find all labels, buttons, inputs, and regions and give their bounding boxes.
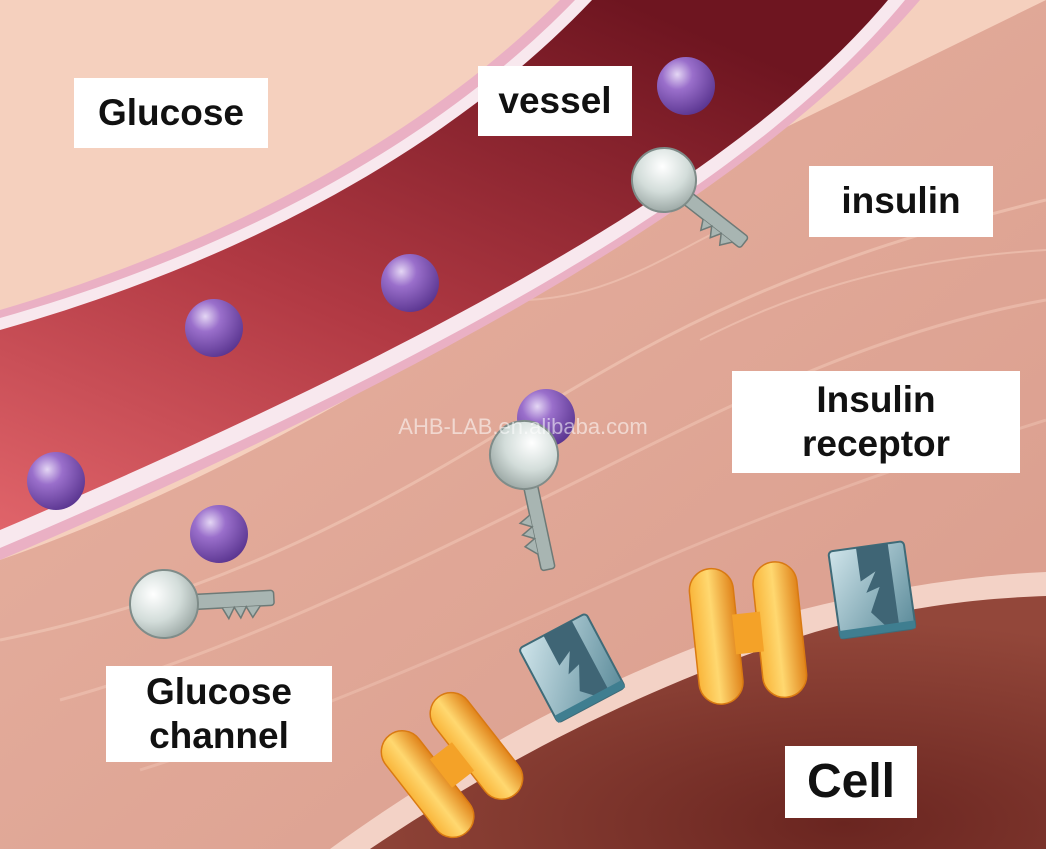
label-insulin-receptor-line2: receptor: [801, 423, 951, 464]
label-insulin-receptor: Insulin receptor: [732, 371, 1020, 473]
label-glucose: Glucose: [74, 78, 268, 148]
insulin-key-icon: [489, 420, 559, 572]
label-glucose-text: Glucose: [98, 91, 244, 133]
label-vessel-text: vessel: [498, 79, 612, 121]
label-glucose-channel-line2: channel: [149, 715, 289, 756]
watermark: AHB-LAB.en.alibaba.com: [398, 414, 648, 439]
label-cell: Cell: [785, 746, 917, 818]
label-vessel: vessel: [478, 66, 632, 136]
label-glucose-channel: Glucose channel: [106, 666, 332, 762]
label-insulin-receptor-line1: Insulin: [816, 378, 936, 420]
glucose-channel-icon: [688, 561, 808, 705]
label-insulin: insulin: [809, 166, 993, 237]
insulin-receptor-icon: [519, 613, 626, 723]
label-insulin-text: insulin: [841, 180, 961, 222]
glucose-channel-icon: [380, 691, 524, 839]
insulin-receptor-icon: [827, 540, 917, 640]
label-cell-text: Cell: [806, 755, 896, 809]
insulin-key-icon: [129, 569, 275, 639]
label-glucose-channel-line1: Glucose: [146, 670, 292, 712]
insulin-key-icon: [631, 147, 749, 248]
